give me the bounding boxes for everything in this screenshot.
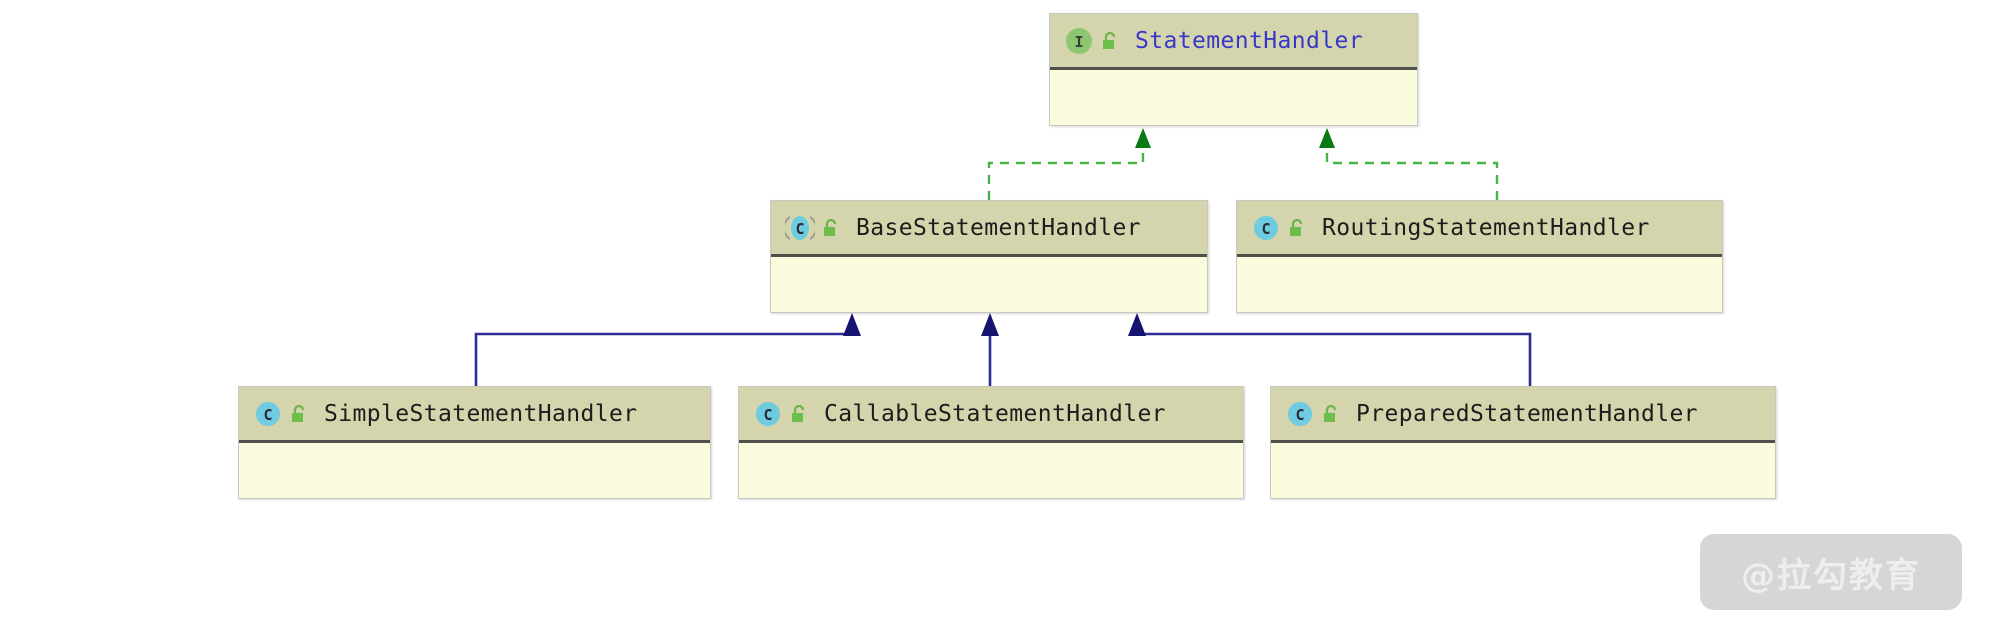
uml-node-routing-statement-handler[interactable]: C RoutingStatementHandler (1236, 200, 1723, 313)
node-header: C PreparedStatementHandler (1271, 387, 1775, 443)
node-body-compartment (771, 257, 1207, 311)
node-body-compartment (1271, 443, 1775, 497)
class-c-icon: C (753, 399, 783, 429)
node-header: C SimpleStatementHandler (239, 387, 710, 443)
uml-node-statement-handler[interactable]: I StatementHandler (1049, 13, 1418, 126)
unlock-icon (788, 403, 810, 425)
node-title: SimpleStatementHandler (324, 400, 638, 427)
svg-text:C: C (263, 406, 272, 424)
svg-text:C: C (795, 220, 804, 238)
node-header: C RoutingStatementHandler (1237, 201, 1722, 257)
uml-node-base-statement-handler[interactable]: C BaseStatementHandler (770, 200, 1208, 313)
node-body-compartment (1237, 257, 1722, 311)
class-c-icon: C (1285, 399, 1315, 429)
node-title: PreparedStatementHandler (1356, 400, 1698, 427)
edge-callable-extends-base (981, 313, 999, 386)
abstract-class-c-icon: C (785, 213, 815, 243)
node-header: C CallableStatementHandler (739, 387, 1243, 443)
node-title: CallableStatementHandler (824, 400, 1166, 427)
node-body-compartment (1050, 70, 1417, 124)
edge-base-implements-statement (987, 128, 1151, 200)
svg-text:C: C (1261, 220, 1270, 238)
unlock-icon (1099, 30, 1121, 52)
watermark: @拉勾教育 (1700, 534, 1962, 610)
svg-text:I: I (1074, 33, 1083, 51)
interface-i-icon: I (1064, 26, 1094, 56)
node-title: BaseStatementHandler (856, 214, 1141, 241)
uml-node-simple-statement-handler[interactable]: C SimpleStatementHandler (238, 386, 711, 499)
node-title: StatementHandler (1135, 27, 1363, 54)
node-body-compartment (739, 443, 1243, 497)
edge-routing-implements-statement (1319, 128, 1499, 200)
node-body-compartment (239, 443, 710, 497)
unlock-icon (288, 403, 310, 425)
class-c-icon: C (253, 399, 283, 429)
svg-text:C: C (763, 406, 772, 424)
edge-prepared-extends-base (1128, 313, 1532, 386)
node-header: I StatementHandler (1050, 14, 1417, 70)
uml-node-callable-statement-handler[interactable]: C CallableStatementHandler (738, 386, 1244, 499)
edge-simple-extends-base (474, 313, 861, 386)
unlock-icon (820, 217, 842, 239)
svg-text:C: C (1295, 406, 1304, 424)
unlock-icon (1286, 217, 1308, 239)
node-header: C BaseStatementHandler (771, 201, 1207, 257)
class-c-icon: C (1251, 213, 1281, 243)
unlock-icon (1320, 403, 1342, 425)
uml-node-prepared-statement-handler[interactable]: C PreparedStatementHandler (1270, 386, 1776, 499)
node-title: RoutingStatementHandler (1322, 214, 1650, 241)
